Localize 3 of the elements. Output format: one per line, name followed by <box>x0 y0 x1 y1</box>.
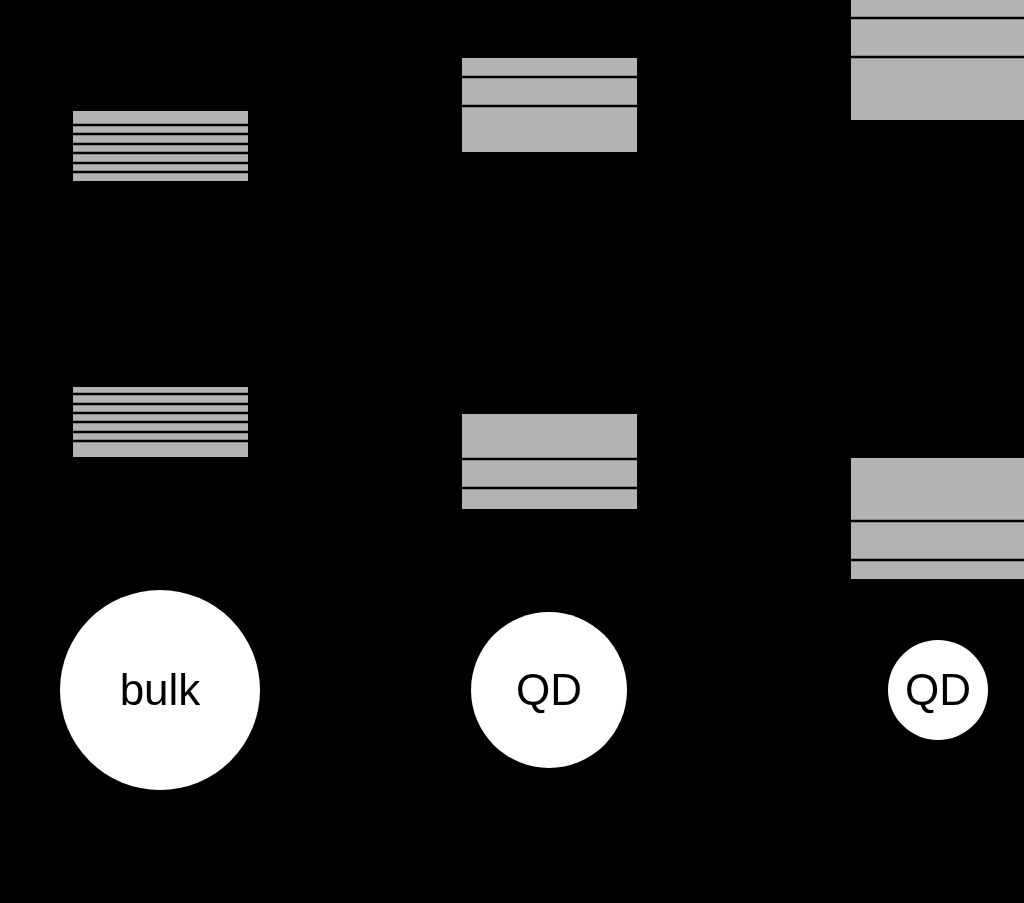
particle-label: bulk <box>119 668 201 712</box>
particle-label: QD <box>905 668 971 712</box>
particle-label: QD <box>516 668 582 712</box>
